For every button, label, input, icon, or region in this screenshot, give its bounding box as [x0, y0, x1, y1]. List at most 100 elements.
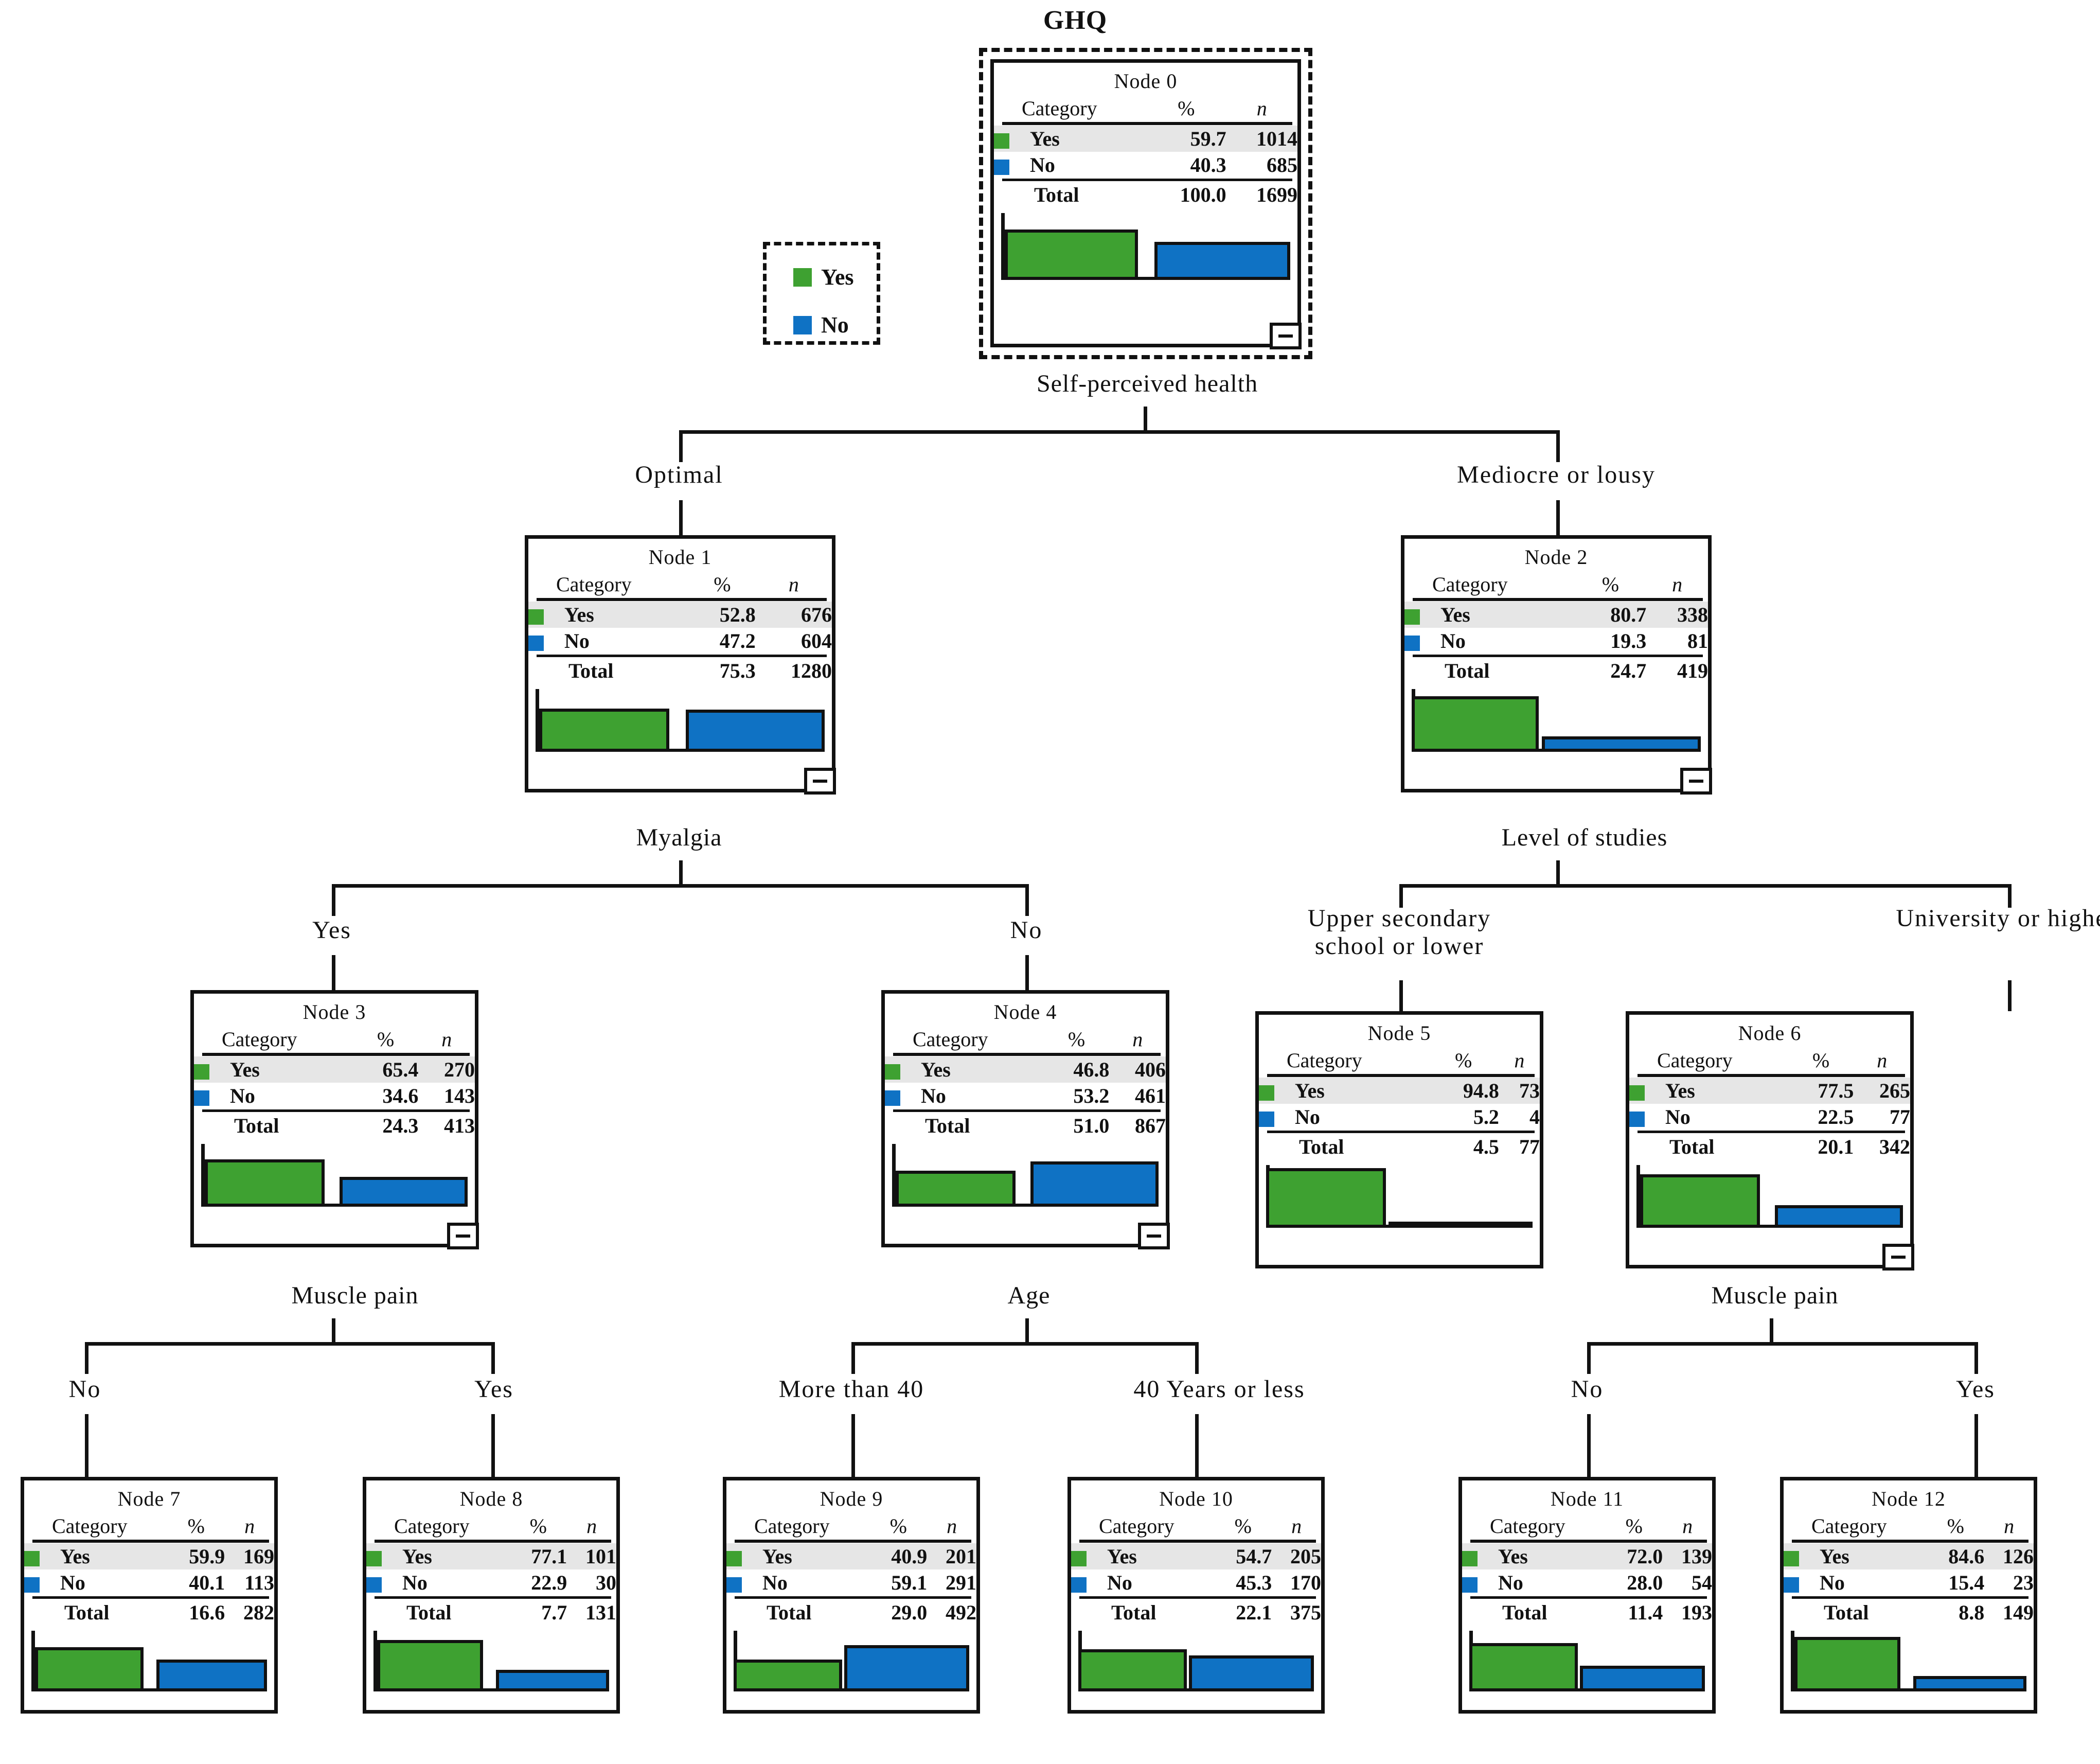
node-1[interactable]: Node 1 Category % n Yes 52.8 676 No 47.2… — [525, 535, 835, 792]
node-4-table: Category % n Yes 46.8 406 No 53.2 461 To… — [885, 1026, 1166, 1139]
green-swatch-icon — [1629, 1085, 1645, 1101]
bar-yes — [1412, 696, 1539, 752]
blue-swatch-icon — [726, 1577, 742, 1593]
row-label-total: Total — [1502, 1601, 1547, 1624]
table-row-no: No 47.2 604 — [528, 628, 832, 654]
node-8-total-pct: 7.7 — [541, 1601, 567, 1624]
table-row-no: No 28.0 54 — [1462, 1569, 1712, 1596]
node-1-no-n: 604 — [801, 629, 832, 652]
node-0-collapse-button[interactable] — [1270, 323, 1302, 349]
node-3-total-pct: 24.3 — [382, 1114, 419, 1137]
row-label-total: Total — [1299, 1135, 1344, 1158]
table-row-total: Total 7.7 131 — [366, 1599, 616, 1626]
node-0[interactable]: Node 0 Category % n Yes 59.7 1014 No 40.… — [990, 59, 1301, 347]
node-2-collapse-button[interactable] — [1680, 768, 1712, 795]
node-1-barchart — [536, 689, 825, 752]
table-row-yes: Yes 59.7 1014 — [994, 126, 1297, 152]
node-7[interactable]: Node 7 Category % n Yes 59.9 169 No 40.1… — [21, 1477, 278, 1714]
node-12-yes-pct: 84.6 — [1948, 1545, 1985, 1568]
node-10-no-n: 170 — [1290, 1571, 1321, 1594]
header-n: n — [2004, 1514, 2015, 1538]
node-11[interactable]: Node 11 Category % n Yes 72.0 139 No 28.… — [1458, 1477, 1716, 1714]
node-6-barchart — [1636, 1165, 1903, 1228]
header-category: Category — [222, 1028, 297, 1051]
legend-label-no: No — [821, 312, 849, 338]
node-12-title: Node 12 — [1872, 1487, 1946, 1510]
green-swatch-icon — [366, 1550, 382, 1566]
node-8-barchart — [373, 1631, 609, 1691]
bar-no — [496, 1670, 609, 1691]
header-n: n — [441, 1028, 452, 1051]
row-label-no: No — [1295, 1105, 1320, 1128]
node-7-no-pct: 40.1 — [189, 1571, 225, 1594]
node-8-no-n: 30 — [596, 1571, 616, 1594]
node-2-no-pct: 19.3 — [1610, 629, 1647, 652]
node-10[interactable]: Node 10 Category % n Yes 54.7 205 No 45.… — [1067, 1477, 1325, 1714]
node-7-total-pct: 16.6 — [189, 1601, 225, 1624]
bar-no — [686, 710, 825, 752]
node-9-no-pct: 59.1 — [891, 1571, 928, 1594]
table-row-yes: Yes 94.8 73 — [1259, 1078, 1540, 1104]
node-5[interactable]: Node 5 Category % n Yes 94.8 73 No 5.2 4… — [1255, 1011, 1543, 1268]
node-7-no-n: 113 — [244, 1571, 274, 1594]
node-10-table: Category % n Yes 54.7 205 No 45.3 170 To… — [1071, 1513, 1321, 1626]
node-10-title: Node 10 — [1159, 1487, 1233, 1510]
node-6-collapse-button[interactable] — [1882, 1244, 1914, 1271]
legend-item-no: No — [767, 312, 877, 338]
node-2-yes-n: 338 — [1677, 603, 1708, 626]
header-n: n — [1514, 1049, 1525, 1072]
node-3[interactable]: Node 3 Category % n Yes 65.4 270 No 34.6… — [190, 990, 478, 1247]
table-row-yes: Yes 46.8 406 — [885, 1056, 1166, 1083]
row-label-yes: Yes — [1440, 603, 1470, 626]
table-row-yes: Yes 72.0 139 — [1462, 1543, 1712, 1569]
blue-swatch-icon — [1404, 635, 1420, 651]
node-2-total-pct: 24.7 — [1610, 659, 1647, 682]
node-3-title: Node 3 — [302, 1000, 366, 1024]
table-header-row: Category % n — [994, 95, 1297, 121]
node-9-yes-n: 201 — [946, 1545, 976, 1568]
node-12-no-pct: 15.4 — [1948, 1571, 1985, 1594]
row-label-no: No — [402, 1571, 428, 1594]
node-1-collapse-button[interactable] — [804, 768, 836, 795]
node-0-yes-pct: 59.7 — [1190, 127, 1226, 150]
node-6-title: Node 6 — [1738, 1021, 1802, 1045]
node-9-total-n: 492 — [946, 1601, 976, 1624]
row-label-no: No — [1107, 1571, 1132, 1594]
header-percent: % — [529, 1514, 547, 1538]
bar-yes — [1266, 1168, 1386, 1228]
node-8[interactable]: Node 8 Category % n Yes 77.1 101 No 22.9… — [363, 1477, 620, 1714]
node-6[interactable]: Node 6 Category % n Yes 77.5 265 No 22.5… — [1626, 1011, 1914, 1268]
node-4-collapse-button[interactable] — [1138, 1223, 1170, 1249]
bar-yes — [1640, 1174, 1760, 1228]
table-row-no: No 53.2 461 — [885, 1083, 1166, 1109]
node-9[interactable]: Node 9 Category % n Yes 40.9 201 No 59.1… — [723, 1477, 980, 1714]
node-1-title: Node 1 — [648, 545, 712, 569]
root-selection-frame — [979, 48, 1312, 359]
bar-yes — [35, 1647, 144, 1691]
branch-label-muscle-pain-yes-right: Yes — [1956, 1375, 1995, 1403]
node-2[interactable]: Node 2 Category % n Yes 80.7 338 No 19.3… — [1401, 535, 1712, 792]
node-8-yes-n: 101 — [585, 1545, 616, 1568]
node-3-no-pct: 34.6 — [382, 1084, 419, 1107]
node-9-title: Node 9 — [820, 1487, 883, 1510]
node-12[interactable]: Node 12 Category % n Yes 84.6 126 No 15.… — [1780, 1477, 2037, 1714]
branch-label-40-years-or-less: 40 Years or less — [1133, 1375, 1305, 1403]
legend-item-yes: Yes — [767, 264, 877, 290]
bar-no — [1775, 1205, 1903, 1228]
node-4-total-n: 867 — [1135, 1114, 1166, 1137]
node-12-barchart — [1791, 1631, 2026, 1691]
table-row-yes: Yes 65.4 270 — [194, 1056, 475, 1083]
node-4-total-pct: 51.0 — [1073, 1114, 1110, 1137]
node-4[interactable]: Node 4 Category % n Yes 46.8 406 No 53.2… — [881, 990, 1169, 1247]
node-3-collapse-button[interactable] — [447, 1223, 479, 1249]
bar-no — [1389, 1222, 1533, 1228]
node-5-table: Category % n Yes 94.8 73 No 5.2 4 Total … — [1259, 1047, 1540, 1160]
row-label-no: No — [1665, 1105, 1690, 1128]
node-1-total-n: 1280 — [791, 659, 832, 682]
header-n: n — [1672, 573, 1683, 596]
header-category: Category — [913, 1028, 988, 1051]
split-label-myalgia: Myalgia — [636, 824, 722, 851]
legend-label-yes: Yes — [821, 264, 854, 290]
table-row-yes: Yes 40.9 201 — [726, 1543, 976, 1569]
branch-label-muscle-pain-no-left: No — [68, 1375, 101, 1403]
